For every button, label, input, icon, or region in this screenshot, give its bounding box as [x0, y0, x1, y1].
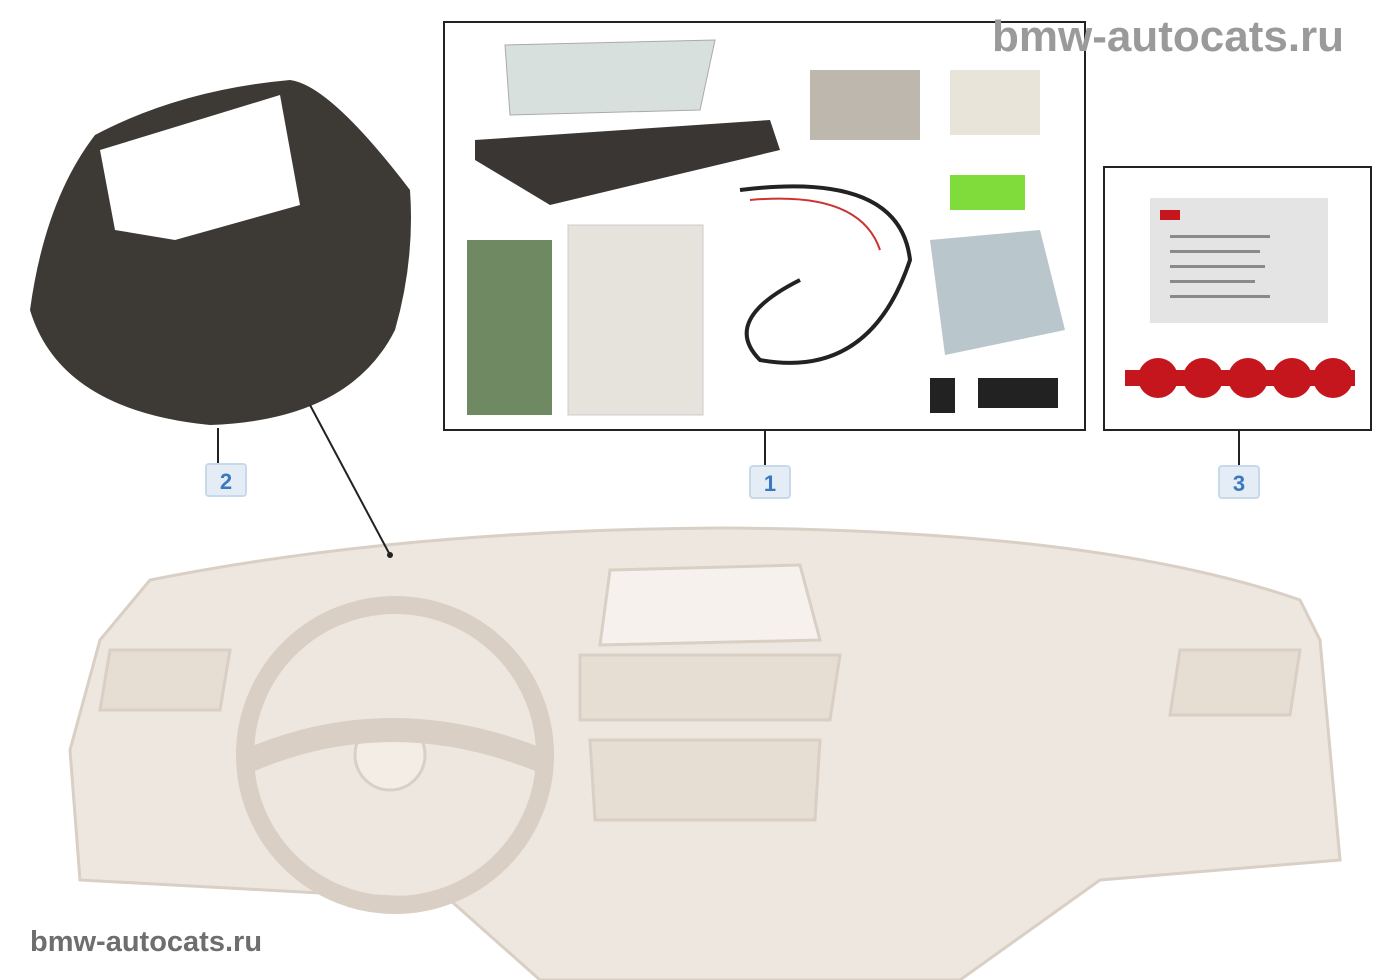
leader-lines — [217, 404, 1240, 556]
kit-3-contents — [1125, 198, 1355, 398]
callout-2[interactable]: 2 — [205, 463, 247, 497]
kit-1-contents — [467, 39, 1065, 416]
callout-1[interactable]: 1 — [749, 465, 791, 499]
callout-3[interactable]: 3 — [1218, 465, 1260, 499]
watermark-top: bmw-autocats.ru — [992, 12, 1345, 61]
watermark-bottom: bmw-autocats.ru — [30, 926, 263, 958]
cover-opening — [100, 95, 300, 240]
dashboard-illustration — [68, 526, 1342, 980]
